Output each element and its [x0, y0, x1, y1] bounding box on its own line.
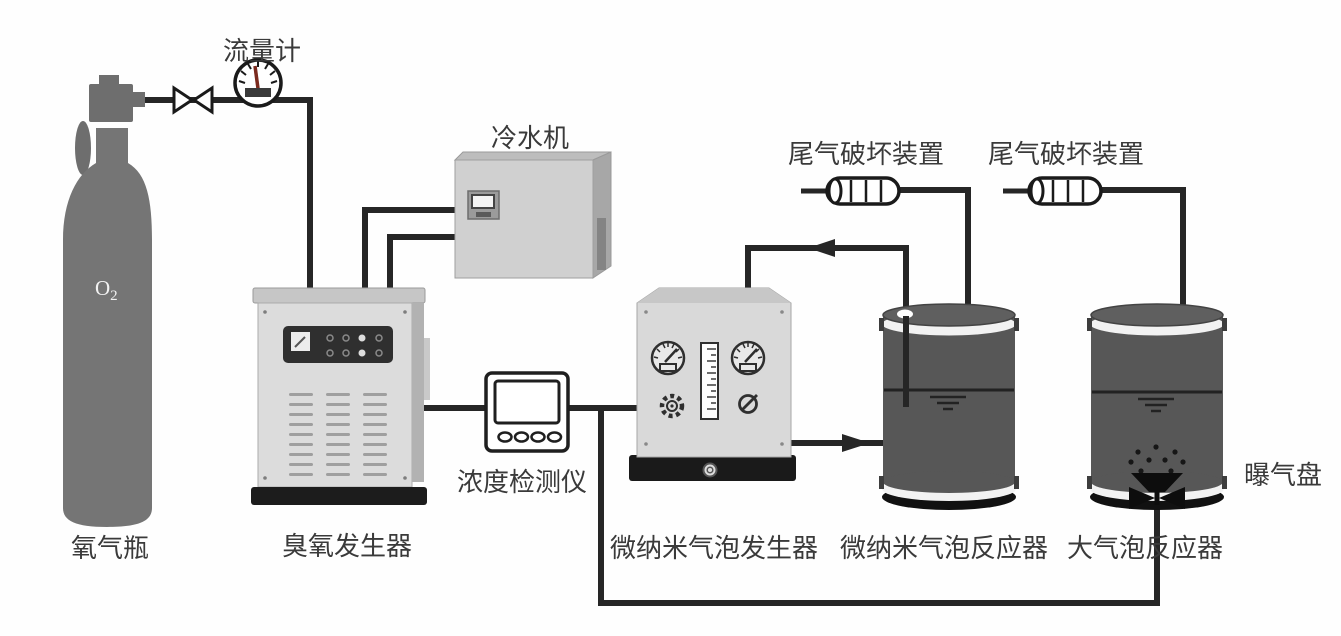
bottle-valve-block	[89, 84, 133, 122]
power-button-icon	[702, 462, 718, 478]
label-flow-meter: 流量计	[223, 37, 301, 66]
ozone-side-tab	[424, 338, 430, 400]
flow-arrow-left-icon	[808, 239, 835, 257]
pipe-reactor1-tailgas	[899, 187, 971, 312]
chiller-button-row	[476, 212, 491, 217]
reactor2-lid	[1090, 303, 1224, 327]
detector-buttons	[497, 431, 563, 443]
bubble-generator-unit	[629, 287, 796, 481]
pipe-branch-to-aeration-disc	[598, 408, 1160, 606]
label-ozone-generator: 臭氧发生器	[282, 532, 412, 561]
aeration-disc-assembly	[1128, 444, 1186, 509]
pipe-reactor2-tailgas	[1097, 187, 1186, 312]
chiller-unit	[453, 151, 612, 279]
ozone-base	[251, 487, 427, 505]
pressure-gauge-left	[650, 340, 686, 376]
bubble-dots	[1128, 444, 1186, 474]
flow-meter-gauge	[233, 58, 283, 108]
reactor2-water-level-icon	[1138, 397, 1174, 413]
pressure-gauge-right	[730, 340, 766, 376]
oxygen-gas-label: O2	[95, 276, 118, 304]
oxygen-bottle: O2	[63, 75, 152, 527]
label-micro-nano-bubble-generator: 微纳米气泡发生器	[610, 534, 818, 563]
inline-valve-icon	[172, 85, 214, 115]
ozone-generator-unit	[251, 287, 430, 505]
chiller-side-vent	[597, 218, 606, 270]
label-tail-gas-destructor-2: 尾气破坏装置	[988, 140, 1144, 169]
flow-scale-ruler	[700, 342, 719, 420]
ozone-panel-display-glyph	[294, 336, 306, 348]
bubble-generator-screws	[644, 310, 784, 446]
ozone-corner-screws	[263, 310, 407, 480]
bottle-handwheel	[75, 121, 91, 175]
concentration-detector-unit	[484, 371, 570, 453]
reactor1-side-tabs	[879, 318, 1019, 489]
ozone-indicator-lights	[326, 334, 383, 357]
aeration-valve-left	[1129, 487, 1155, 509]
label-aeration-disc: 曝气盘	[1244, 461, 1322, 490]
detector-screen	[493, 379, 561, 425]
label-oxygen-bottle: 氧气瓶	[71, 534, 149, 563]
label-micro-nano-bubble-reactor: 微纳米气泡反应器	[840, 534, 1048, 563]
label-large-bubble-reactor: 大气泡反应器	[1067, 534, 1223, 563]
reactor2-side-tabs	[1087, 318, 1227, 489]
label-chiller: 冷水机	[491, 124, 569, 153]
ozone-lid	[252, 287, 426, 304]
dial-knob-icon	[738, 394, 758, 414]
flow-meter-window	[245, 88, 271, 97]
reactor1-water-level-icon	[930, 395, 966, 411]
tail-gas-destructor-2	[1027, 176, 1103, 206]
label-concentration-detector: 浓度检测仪	[457, 468, 587, 497]
chiller-display-screen	[471, 194, 495, 209]
reactor1-lid	[882, 303, 1016, 327]
ozone-vent-grille	[289, 393, 387, 476]
ozone-control-panel	[283, 326, 393, 363]
micro-nano-bubble-reactor-drum	[879, 303, 1019, 510]
pipe-oxygen-to-ozone-generator	[132, 97, 313, 295]
pipe-ozone-to-chiller-lower	[387, 234, 465, 295]
gear-knob-icon	[659, 393, 685, 419]
pipe-ozone-to-chiller-upper	[362, 207, 465, 295]
ozone-side-face	[412, 303, 424, 482]
label-tail-gas-destructor-1: 尾气破坏装置	[788, 140, 944, 169]
chiller-top-face	[453, 151, 612, 161]
bottle-body	[63, 128, 152, 527]
aeration-funnel	[1131, 473, 1183, 492]
aeration-valve-right	[1159, 487, 1185, 509]
tail-gas-destructor-1	[825, 176, 901, 206]
bubble-generator-top-face	[637, 288, 791, 303]
large-bubble-reactor-drum	[1087, 303, 1227, 510]
bottle-valve-outlet	[131, 92, 145, 107]
flow-arrow-right-icon	[842, 434, 870, 452]
